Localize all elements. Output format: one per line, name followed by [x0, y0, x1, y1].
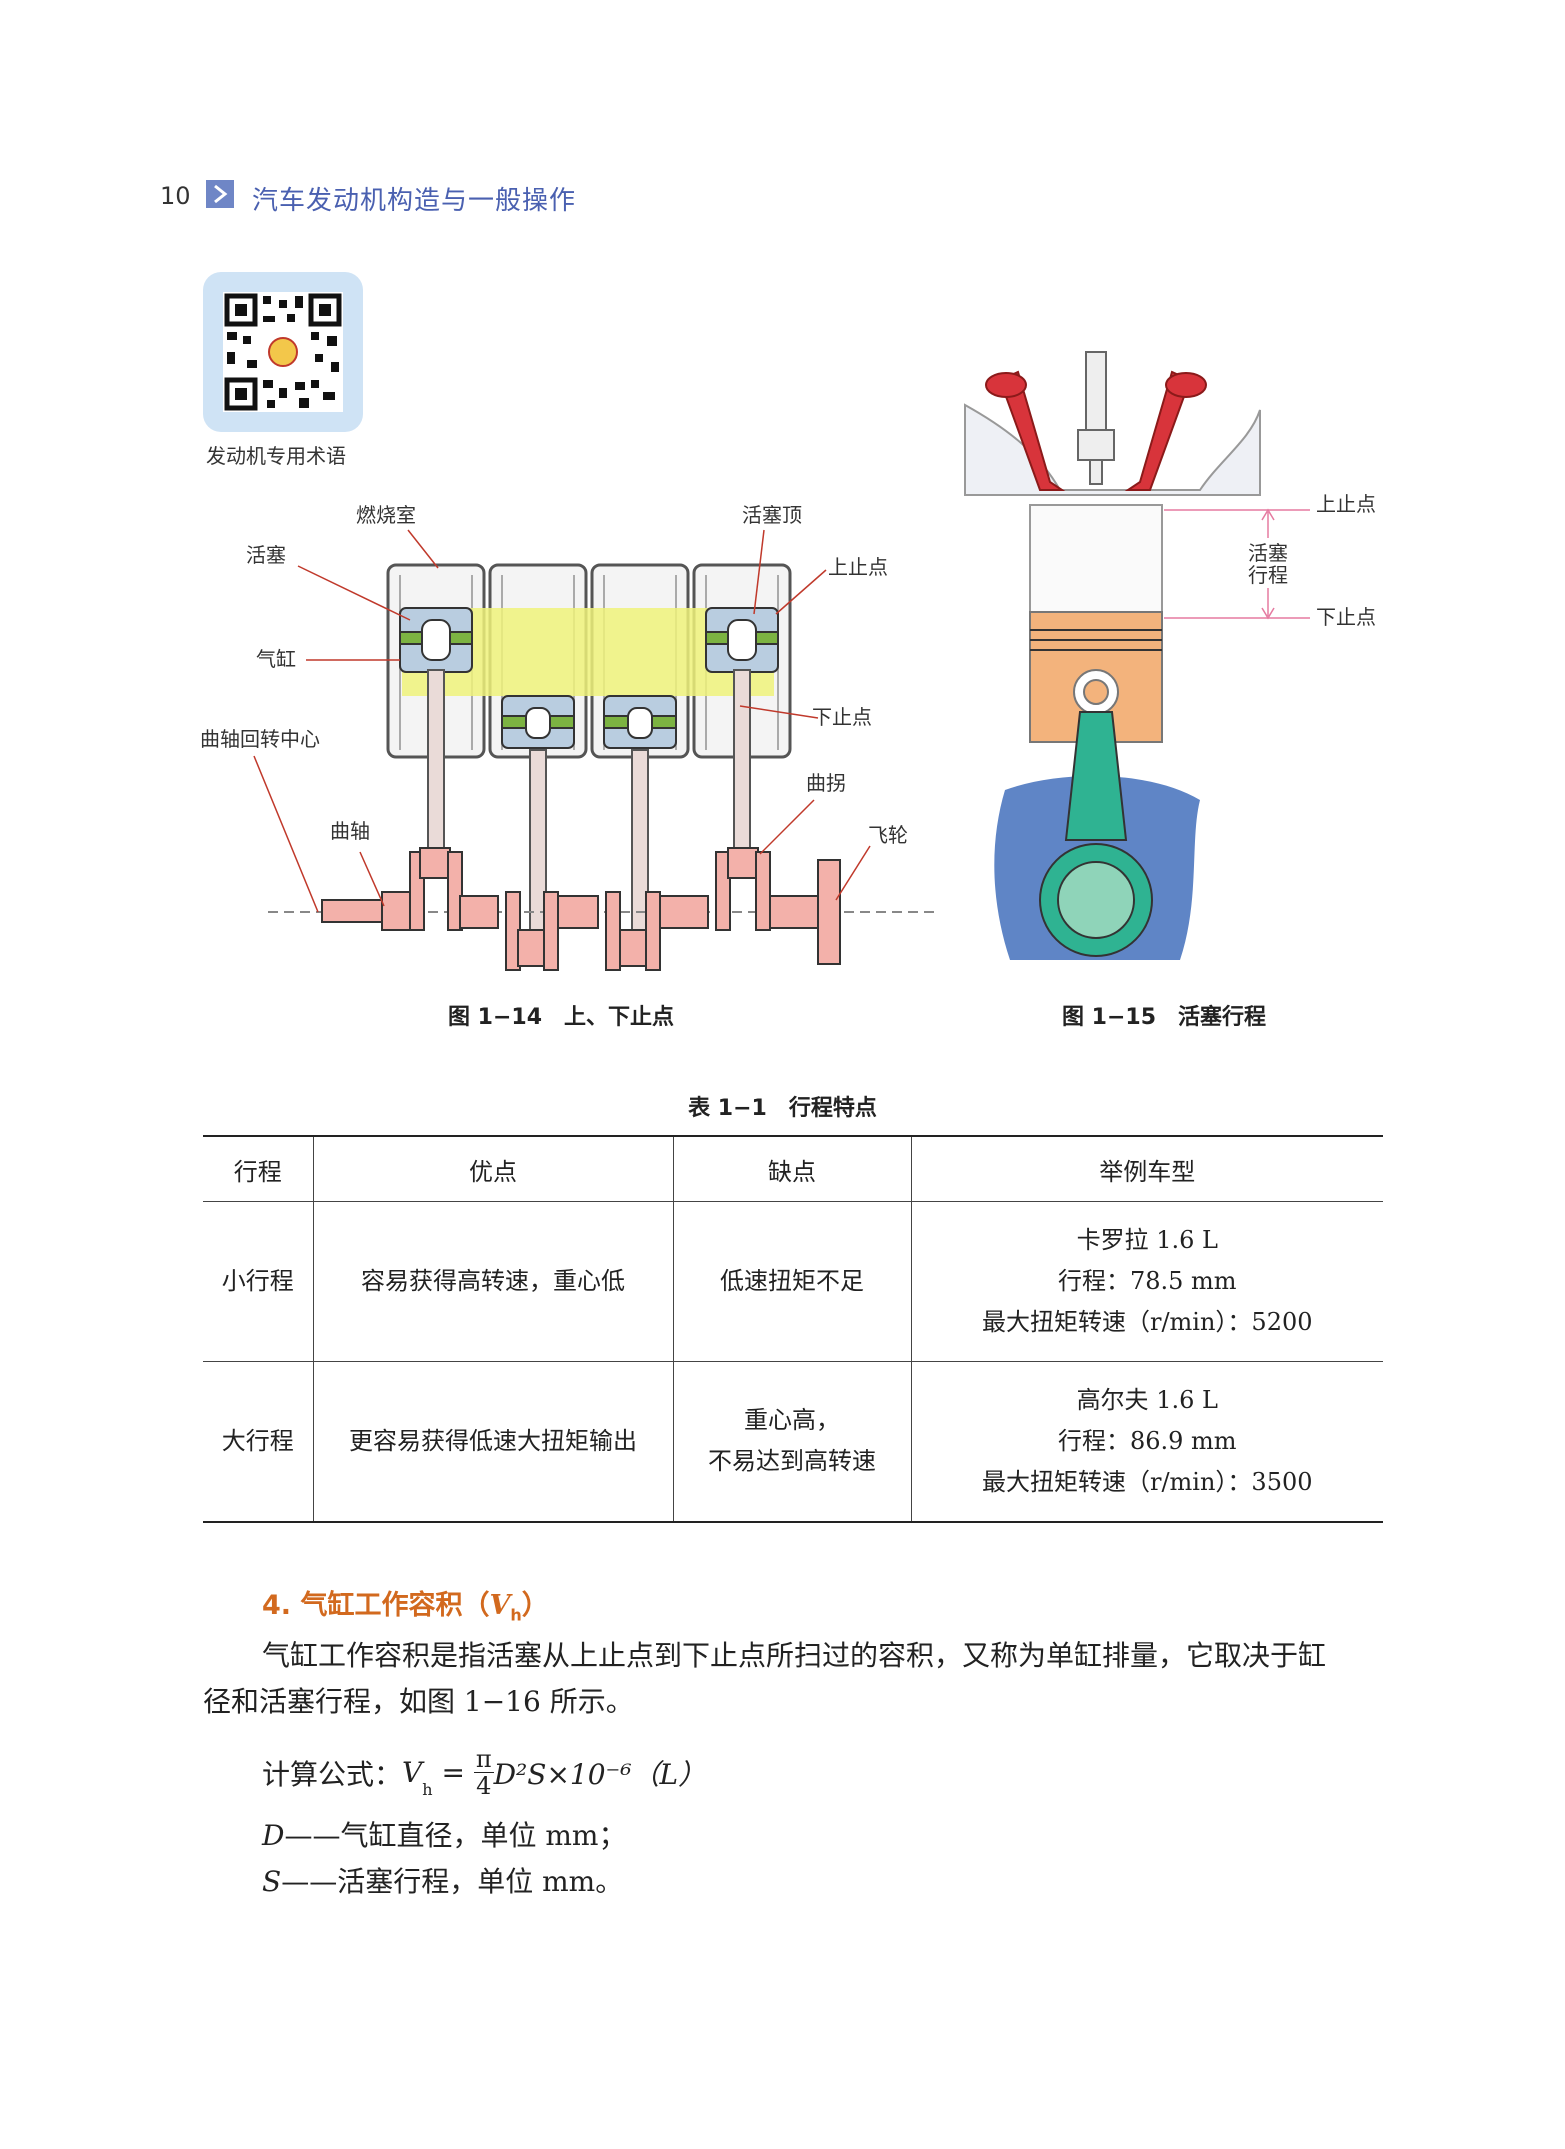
cell-advantage: 容易获得高转速，重心低	[312, 1201, 673, 1362]
crankshaft	[321, 847, 841, 971]
def-s-var: S	[262, 1865, 282, 1898]
definition-d: D——气缸直径，单位 mm；	[262, 1814, 626, 1854]
definition-s: S——活塞行程，单位 mm。	[262, 1860, 623, 1900]
cell-line: 最大扭矩转速（r/min）：3500	[981, 1467, 1313, 1496]
figure-1-15-diagram	[964, 351, 1310, 960]
label-crank-throw: 曲拐	[806, 771, 846, 795]
cell-advantage: 更容易获得低速大扭矩输出	[312, 1361, 673, 1523]
section-title-var: V	[489, 1590, 511, 1621]
cell-line: 不易达到高转速	[708, 1447, 876, 1476]
section-title-suffix: ）	[521, 1590, 549, 1621]
label-piston: 活塞	[246, 543, 286, 567]
book-title: 汽车发动机构造与一般操作	[252, 186, 577, 216]
formula-numerator: π	[473, 1745, 494, 1773]
def-s-text: ——活塞行程，单位 mm。	[281, 1865, 624, 1898]
stroke-table: 行程 优点 缺点 举例车型 小行程 容易获得高转速，重心低 低速扭矩不足 卡罗拉…	[203, 1135, 1383, 1523]
chevron-right-icon	[206, 180, 234, 208]
formula-label: 计算公式：	[262, 1757, 403, 1791]
cell-disadvantage: 低速扭矩不足	[672, 1201, 911, 1362]
figure-14-caption: 图 1−14 上、下止点	[448, 1004, 674, 1030]
pistons	[399, 607, 779, 749]
figure-15-caption: 图 1−15 活塞行程	[1062, 1004, 1266, 1030]
cell-line: 低速扭矩不足	[720, 1267, 864, 1295]
cell-line: 行程：86.9 mm	[1057, 1426, 1237, 1455]
connecting-rod	[1064, 711, 1128, 841]
formula-fraction: π 4	[473, 1745, 494, 1800]
formula-eq: =	[432, 1756, 474, 1789]
label-stroke-1: 活塞	[1248, 541, 1288, 565]
formula-denominator: 4	[476, 1772, 492, 1800]
label-piston-top: 活塞顶	[742, 503, 802, 527]
formula-sub: h	[422, 1780, 433, 1799]
para-line-1: 气缸工作容积是指活塞从上止点到下止点所扫过的容积，又称为单缸排量，它取决于缸	[262, 1639, 1327, 1672]
header-example: 举例车型	[910, 1135, 1383, 1202]
def-d-text: ——气缸直径，单位 mm；	[284, 1819, 627, 1852]
header-disadvantage: 缺点	[672, 1135, 911, 1202]
table-header-row: 行程 优点 缺点 举例车型	[203, 1135, 1383, 1202]
qr-code-card[interactable]	[203, 272, 363, 432]
cell-stroke: 小行程	[203, 1201, 313, 1362]
engine-figures: 燃烧室 活塞顶 活塞 上止点 气缸 下止点 曲轴回转中心 曲拐 曲轴 飞轮	[200, 351, 1376, 1030]
cell-example: 高尔夫 1.6 L 行程：86.9 mm 最大扭矩转速（r/min）：3500	[910, 1361, 1383, 1523]
label-bdc-fig15: 下止点	[1316, 605, 1376, 629]
label-tdc-fig14: 上止点	[828, 555, 888, 579]
cell-line: 卡罗拉 1.6 L	[1076, 1226, 1218, 1254]
label-cylinder: 气缸	[256, 647, 296, 671]
cell-line: 行程：78.5 mm	[1057, 1267, 1237, 1295]
label-stroke-2: 行程	[1248, 563, 1288, 587]
header-advantage: 优点	[312, 1135, 673, 1202]
section-title: 4. 气缸工作容积（Vh）	[262, 1583, 549, 1624]
cell-disadvantage: 重心高， 不易达到高转速	[672, 1361, 911, 1523]
table-title: 表 1−1 行程特点	[688, 1096, 877, 1121]
page-number: 10	[160, 182, 191, 210]
label-crank-center: 曲轴回转中心	[200, 727, 320, 751]
section-title-sub: h	[510, 1605, 522, 1625]
cell-stroke: 大行程	[203, 1361, 313, 1523]
connecting-rods	[427, 669, 751, 931]
cell-line: 高尔夫 1.6 L	[1076, 1385, 1218, 1414]
label-crankshaft: 曲轴	[330, 819, 370, 843]
qr-label: 发动机专用术语	[206, 444, 346, 468]
cell-example: 卡罗拉 1.6 L 行程：78.5 mm 最大扭矩转速（r/min）：5200	[910, 1201, 1383, 1362]
header-stroke: 行程	[203, 1135, 313, 1202]
cell-line: 重心高，	[744, 1406, 840, 1435]
label-combustion-chamber: 燃烧室	[356, 503, 416, 527]
table-row: 小行程 容易获得高转速，重心低 低速扭矩不足 卡罗拉 1.6 L 行程：78.5…	[203, 1201, 1383, 1362]
para-line-2: 径和活塞行程，如图 1−16 所示。	[203, 1685, 634, 1718]
table-row: 大行程 更容易获得低速大扭矩输出 重心高， 不易达到高转速 高尔夫 1.6 L …	[203, 1361, 1383, 1523]
label-flywheel: 飞轮	[868, 823, 908, 847]
section-title-prefix: 4. 气缸工作容积（	[262, 1590, 490, 1621]
label-tdc-fig15: 上止点	[1316, 492, 1376, 516]
label-bdc-fig14: 下止点	[812, 705, 872, 729]
cell-line: 最大扭矩转速（r/min）：5200	[981, 1308, 1313, 1336]
figure-1-14-diagram	[253, 529, 940, 971]
qr-code-icon	[223, 292, 343, 412]
formula-tail: D²S×10⁻⁶（L）	[493, 1757, 707, 1791]
flywheel	[817, 859, 841, 965]
def-d-var: D	[262, 1819, 285, 1852]
formula-var: V	[402, 1756, 423, 1789]
